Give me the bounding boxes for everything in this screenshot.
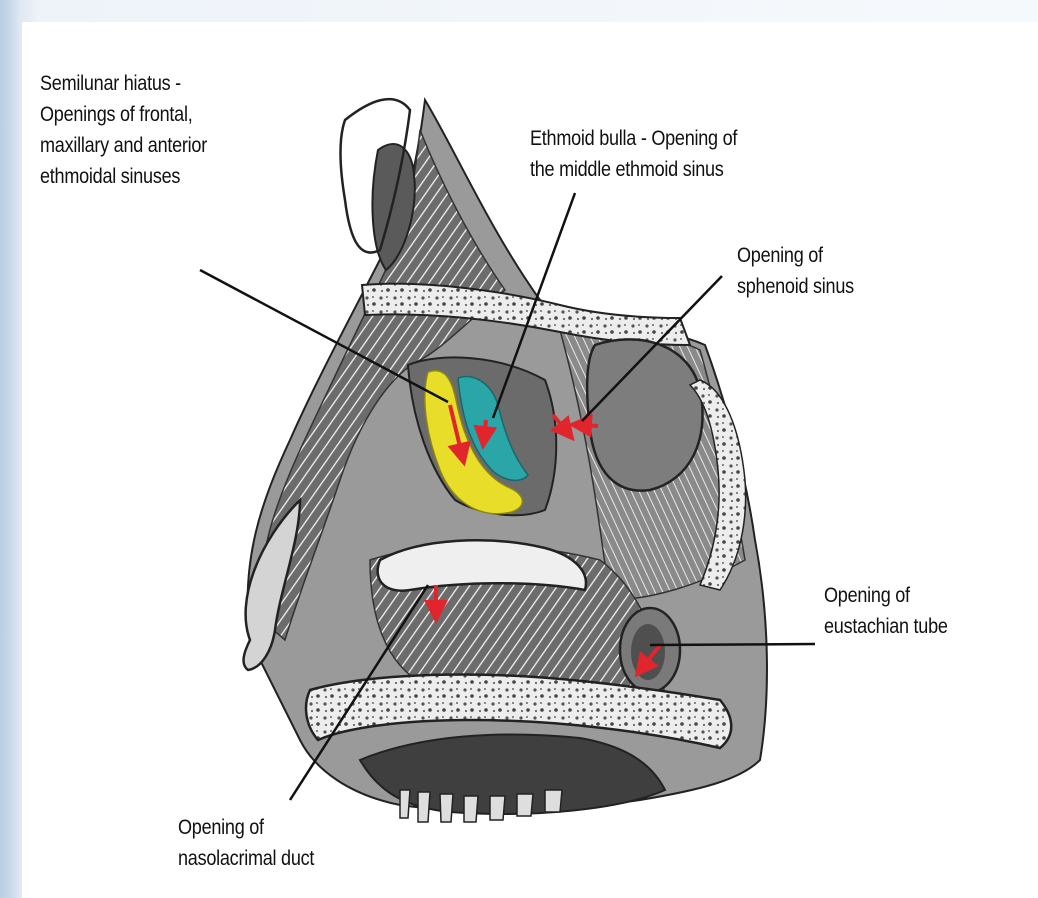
sphenoid-arrow	[580, 425, 598, 426]
sphenoid-opening-label: Opening of sphenoid sinus	[737, 240, 854, 302]
eustachian-leader	[650, 644, 815, 645]
nasolacrimal-opening-label: Opening of nasolacrimal duct	[178, 812, 314, 874]
semilunar-hiatus-label: Semilunar hiatus - Openings of frontal, …	[40, 68, 207, 192]
eustachian-tube-inner	[631, 624, 665, 680]
ethmoid-bulla-label: Ethmoid bulla - Opening of the middle et…	[530, 123, 737, 185]
bulla-arrow	[484, 420, 486, 438]
eustachian-opening-label: Opening of eustachian tube	[824, 580, 948, 642]
sphenoid-sinus	[587, 339, 702, 490]
